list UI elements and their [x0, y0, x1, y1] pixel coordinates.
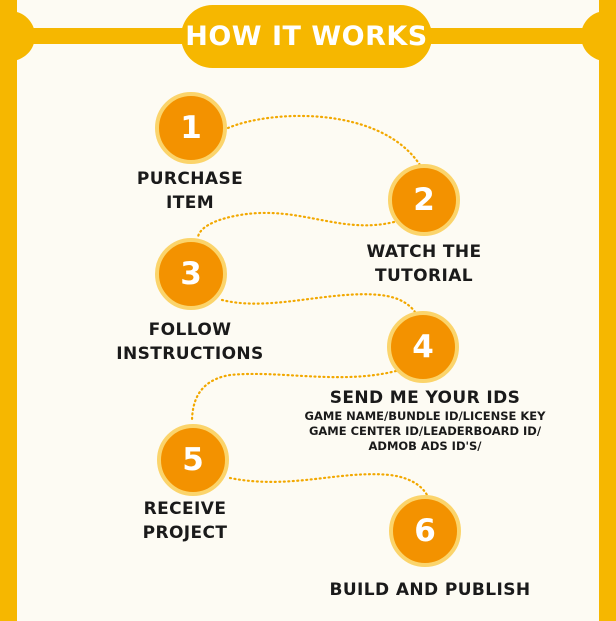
step-3-circle: 3 [155, 238, 227, 310]
step-1-label: PURCHASE ITEM [110, 167, 270, 215]
step-3-label-line-1: FOLLOW [148, 320, 232, 340]
step-2-number: 2 [413, 182, 435, 218]
step-3-number: 3 [180, 256, 202, 292]
step-5-circle: 5 [157, 424, 229, 496]
connector-4-5 [190, 369, 398, 424]
connector-2-3 [196, 211, 396, 240]
step-4-number: 4 [412, 329, 434, 365]
step-3-label: FOLLOW INSTRUCTIONS [100, 318, 280, 366]
step-5-number: 5 [182, 442, 204, 478]
step-5-label-line-2: PROJECT [142, 523, 228, 543]
step-2-label: WATCH THE TUTORIAL [334, 240, 514, 288]
step-4-details: GAME NAME/BUNDLE ID/LICENSE KEY GAME CEN… [290, 409, 560, 454]
step-1-label-line-1: PURCHASE [136, 169, 244, 189]
step-6-number: 6 [414, 513, 436, 549]
corner-circle-right [581, 11, 616, 61]
step-2-circle: 2 [388, 164, 460, 236]
frame-left-bar [0, 0, 17, 621]
step-6-label-line-1: BUILD AND PUBLISH [329, 580, 531, 600]
step-2-label-line-1: WATCH THE [366, 242, 482, 262]
step-6-label: BUILD AND PUBLISH [310, 578, 550, 602]
page-title: HOW IT WORKS [185, 21, 428, 52]
step-4-detail-line-1: GAME NAME/BUNDLE ID/LICENSE KEY [304, 409, 546, 423]
step-4-label: SEND ME YOUR IDS [300, 386, 550, 410]
connector-5-6 [228, 473, 430, 499]
connector-3-4 [220, 293, 417, 314]
step-3-label-line-2: INSTRUCTIONS [116, 344, 264, 364]
frame-right-bar [599, 0, 616, 621]
title-pill: HOW IT WORKS [181, 5, 432, 68]
step-4-detail-line-2: GAME CENTER ID/LEADERBOARD ID/ [308, 424, 542, 438]
step-1-circle: 1 [155, 92, 227, 164]
step-4-detail-line-3: ADMOB ADS ID'S/ [368, 439, 482, 453]
step-2-label-line-2: TUTORIAL [374, 266, 474, 286]
step-1-label-line-2: ITEM [165, 193, 215, 213]
step-6-circle: 6 [389, 495, 461, 567]
connector-1-2 [226, 114, 422, 167]
step-1-number: 1 [180, 110, 202, 146]
step-4-label-line-1: SEND ME YOUR IDS [329, 388, 521, 408]
step-4-circle: 4 [387, 311, 459, 383]
step-5-label-line-1: RECEIVE [143, 499, 227, 519]
step-5-label: RECEIVE PROJECT [100, 497, 270, 545]
